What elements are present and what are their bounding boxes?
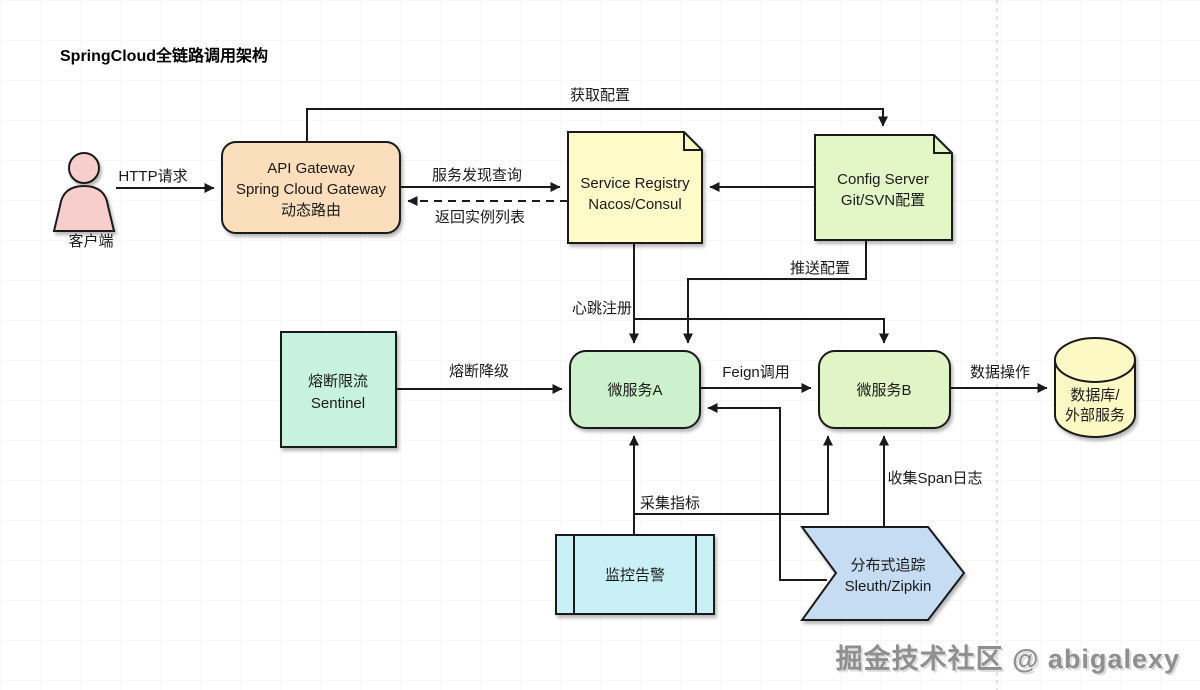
edge-heartbeat-to-b bbox=[634, 318, 889, 344]
config-server-note-fold-icon bbox=[933, 135, 952, 154]
monitor-label: 监控告警 bbox=[605, 567, 665, 584]
tracing-line2: Sleuth/Zipkin bbox=[845, 578, 932, 595]
edge-label-http-request: HTTP请求 bbox=[118, 168, 187, 185]
api-gateway-box bbox=[221, 141, 401, 234]
config-server-line2: Git/SVN配置 bbox=[841, 192, 925, 209]
edge-get-config bbox=[306, 108, 888, 142]
edge-push-config bbox=[683, 240, 867, 344]
config-server-line1: Config Server bbox=[837, 171, 929, 188]
edge-label-data-operation: 数据操作 bbox=[970, 364, 1030, 381]
edges-layer bbox=[116, 108, 1048, 581]
node-api-gateway: API Gateway Spring Cloud Gateway 动态路由 bbox=[221, 141, 401, 234]
client-actor-head-icon bbox=[68, 152, 100, 184]
node-service-registry: Service Registry Nacos/Consul bbox=[567, 131, 703, 244]
node-sentinel: 熔断限流 Sentinel bbox=[280, 331, 397, 448]
node-tracing: 分布式追踪 Sleuth/Zipkin bbox=[800, 526, 966, 621]
service-a-box bbox=[569, 350, 701, 429]
sentinel-line2: Sentinel bbox=[311, 395, 365, 412]
edge-labels-layer: HTTP请求 获取配置 服务发现查询 返回实例列表 心跳注册 推送配置 熔断降级… bbox=[118, 87, 1030, 512]
node-client bbox=[52, 152, 116, 232]
edge-collect-metrics-b bbox=[634, 435, 833, 515]
service-b-box bbox=[818, 350, 951, 429]
edge-label-get-config: 获取配置 bbox=[570, 87, 630, 104]
sentinel-box bbox=[280, 331, 397, 448]
watermark-text: 掘金技术社区 @ abigalexy bbox=[836, 643, 1180, 674]
tracing-line1: 分布式追踪 bbox=[850, 557, 925, 574]
api-gateway-line1: API Gateway bbox=[267, 160, 355, 177]
edge-label-circuit-degrade: 熔断降级 bbox=[449, 363, 509, 380]
database-line1: 数据库/ bbox=[1070, 387, 1120, 404]
node-monitor: 监控告警 bbox=[555, 534, 715, 615]
edge-label-heartbeat: 心跳注册 bbox=[572, 300, 632, 317]
edge-label-return-instances: 返回实例列表 bbox=[435, 209, 525, 226]
edge-label-collect-metrics: 采集指标 bbox=[640, 495, 700, 512]
node-database: 数据库/ 外部服务 bbox=[1054, 337, 1136, 438]
diagram-title: SpringCloud全链路调用架构 bbox=[60, 46, 268, 65]
monitor-box bbox=[555, 534, 715, 615]
service-registry-line1: Service Registry bbox=[580, 175, 690, 192]
service-registry-note-fold-icon bbox=[683, 132, 702, 151]
node-service-a: 微服务A bbox=[569, 350, 701, 429]
api-gateway-line3: 动态路由 bbox=[281, 202, 341, 219]
node-config-server: Config Server Git/SVN配置 bbox=[814, 134, 953, 241]
service-registry-note bbox=[567, 131, 703, 244]
database-cylinder-top-icon bbox=[1054, 337, 1136, 383]
api-gateway-line2: Spring Cloud Gateway bbox=[236, 181, 387, 198]
client-label: 客户端 bbox=[68, 233, 113, 250]
edge-label-feign-call: Feign调用 bbox=[722, 364, 790, 381]
service-b-label: 微服务B bbox=[856, 382, 911, 399]
service-a-label: 微服务A bbox=[607, 382, 662, 399]
client-actor-body-icon bbox=[52, 184, 116, 232]
edge-label-push-config: 推送配置 bbox=[790, 260, 850, 277]
edge-trace-to-a bbox=[707, 403, 827, 581]
service-registry-line2: Nacos/Consul bbox=[588, 196, 681, 213]
watermark: 掘金技术社区 @ abigalexy 掘金技术社区 @ abigalexy bbox=[836, 643, 1182, 676]
config-server-note bbox=[814, 134, 953, 241]
edge-label-discovery-query: 服务发现查询 bbox=[432, 167, 522, 184]
edge-label-collect-span: 收集Span日志 bbox=[887, 470, 982, 487]
watermark-shadow-text: 掘金技术社区 @ abigalexy bbox=[838, 645, 1182, 676]
sentinel-line1: 熔断限流 bbox=[308, 373, 368, 390]
node-service-b: 微服务B bbox=[818, 350, 951, 429]
tracing-step-shape bbox=[800, 526, 966, 621]
database-line2: 外部服务 bbox=[1065, 407, 1125, 424]
